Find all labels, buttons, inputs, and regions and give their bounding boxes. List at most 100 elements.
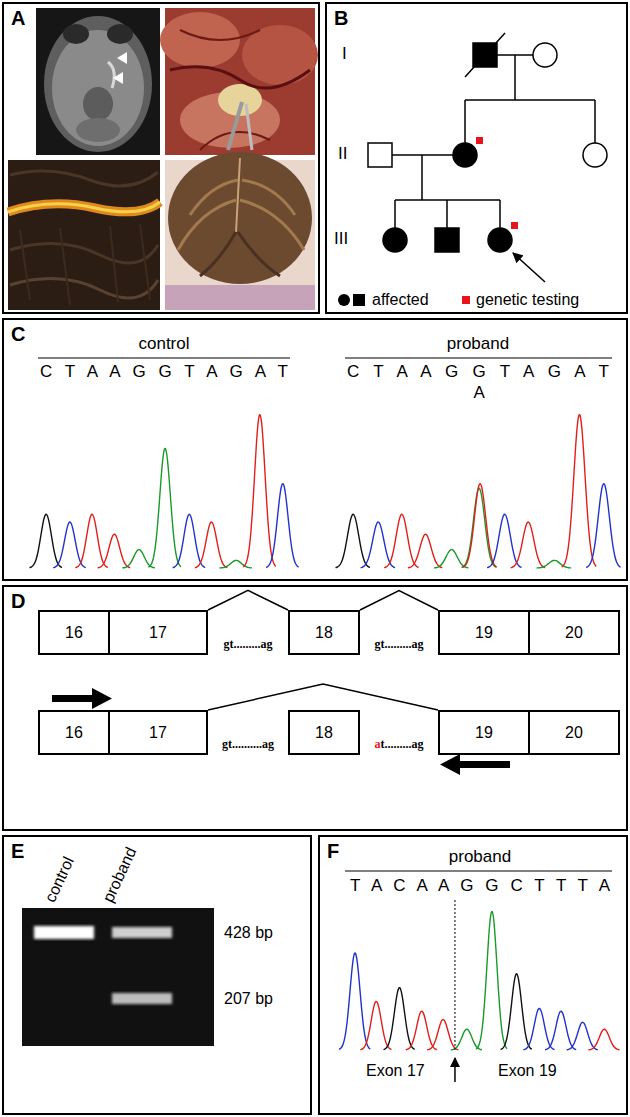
intron-text: gt..........ag (222, 738, 274, 752)
header-rule (345, 870, 612, 871)
figure-panel: C (2, 318, 628, 581)
pedigree (435, 228, 459, 252)
mri-scan (63, 24, 89, 44)
pedigree (368, 33, 607, 282)
chromatogram-peak (148, 448, 181, 567)
surgical-photo (246, 104, 252, 150)
label-text: proband (449, 847, 511, 867)
hair-top-photo (236, 158, 240, 232)
figure-panel: A (2, 2, 320, 314)
pedigree (533, 43, 557, 67)
mri-scan (108, 62, 114, 88)
pedigree (583, 143, 607, 167)
chromatogram-trace (335, 415, 620, 568)
intron-text: t.........ag (381, 738, 424, 752)
label-text: 207 bp (224, 990, 273, 1008)
chromatogram-trace (29, 415, 298, 568)
chromatogram-peak (427, 1020, 458, 1050)
pedigree (488, 228, 512, 252)
legend-entry: genetic testing (462, 291, 579, 309)
surgical-photo (228, 102, 242, 150)
panel-letter: E (11, 840, 24, 862)
header-rule (345, 357, 612, 358)
label-text: 428 bp (224, 924, 273, 942)
panel-letter: D (11, 590, 25, 612)
exon-box: 17 (108, 610, 208, 655)
label-text: II (338, 144, 347, 164)
sequence-text: T A C A A G G C T T T A (350, 876, 610, 896)
label-text: proband (99, 844, 140, 905)
label-text: Exon 19 (498, 1062, 557, 1080)
chromatogram-peak (266, 484, 299, 568)
pedigree (513, 253, 545, 282)
variant-base: A (473, 383, 484, 403)
exon-box: 17 (108, 710, 208, 755)
mri-scan (44, 16, 152, 152)
junction-marker (454, 900, 455, 1082)
agarose-gel (34, 926, 94, 939)
hair-top-photo (168, 152, 312, 284)
chromatogram-peak (562, 415, 596, 567)
chromatogram-peak (335, 514, 369, 567)
primer-arrow (458, 761, 510, 768)
label-text: proband (447, 334, 509, 354)
chromatogram-peak (243, 415, 276, 567)
hair-top-photo (178, 180, 304, 250)
exon-box: 18 (288, 710, 360, 755)
splice-line (208, 684, 438, 710)
mri-scan (76, 118, 120, 142)
hair-incision-photo (8, 160, 160, 310)
exon-box: 19 (438, 710, 530, 755)
figure-panel: E (2, 835, 312, 1115)
hair-incision-photo (8, 202, 160, 212)
legend-text: genetic testing (476, 291, 579, 309)
primer-arrow (440, 754, 460, 775)
chromatogram-peak (462, 484, 496, 568)
pedigree (476, 137, 483, 144)
legend-sample (353, 294, 365, 306)
mri-scan (117, 52, 127, 64)
hair-incision-photo (10, 244, 158, 263)
figure-panel: D16171819201617181920 (2, 585, 628, 831)
mri-scan (113, 72, 123, 84)
chromatogram-peak (487, 514, 521, 567)
surgical-photo (160, 8, 318, 155)
pedigree (394, 200, 396, 228)
exon-box: 20 (528, 610, 620, 655)
mri-scan (36, 8, 160, 155)
exon-number: 16 (65, 623, 83, 642)
chromatogram-peak (384, 988, 415, 1050)
hair-incision-photo (8, 202, 160, 212)
pedigree (453, 143, 477, 167)
panel-letter: C (11, 323, 25, 345)
splice-line (360, 591, 438, 610)
surgical-photo (170, 67, 310, 88)
surgical-photo (180, 30, 260, 40)
hair-incision-photo (8, 160, 160, 310)
chromatogram-peak (476, 911, 507, 1049)
intron-text: gt.........ag (224, 638, 273, 652)
chromatogram-peak (360, 1002, 391, 1050)
panel-letter: B (334, 7, 348, 29)
chromatogram-peak (586, 484, 620, 568)
hair-top-photo (165, 152, 315, 310)
exon-box: 18 (288, 610, 360, 655)
sequence-text: C T A A G G T A G A T (347, 362, 609, 382)
pedigree (383, 228, 407, 252)
legend-swatch (462, 296, 470, 304)
pedigree (464, 100, 466, 143)
exon-box: 19 (438, 610, 530, 655)
pedigree (594, 100, 596, 143)
agarose-gel (22, 908, 214, 1046)
exon-number: 19 (475, 623, 493, 642)
chromatogram-peak (588, 1029, 619, 1050)
exon-box: 16 (38, 710, 110, 755)
primer-arrow (92, 688, 112, 709)
mri-scan (83, 87, 113, 121)
chromatogram-peak (406, 1011, 437, 1050)
pedigree (499, 200, 501, 228)
header-rule (38, 358, 612, 871)
agarose-gel (112, 993, 172, 1004)
